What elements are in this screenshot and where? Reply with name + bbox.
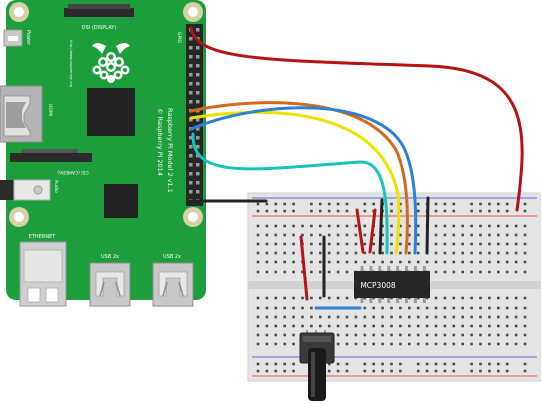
jumper-red-vref [368, 208, 377, 254]
chip-body [354, 271, 430, 298]
wire-red-power [189, 26, 524, 212]
soc-chip [87, 88, 135, 136]
mounting-hole-icon [9, 207, 29, 227]
hdmi-label: HDMI [47, 104, 53, 116]
wire-cyan [191, 132, 389, 255]
ethernet-label: ETHERNET [29, 234, 57, 240]
usb2-label: USB 2x [163, 254, 181, 260]
usb1-label: USB 2x [101, 254, 119, 260]
jumper-red-pot [299, 235, 309, 301]
jumper-black-agnd [378, 198, 384, 255]
csi-connector [10, 153, 92, 162]
potentiometer-icon [299, 330, 335, 401]
mcp3008-chip: MCP3008 [354, 266, 430, 303]
model-label: Raspberry Pi Model 2 v1.1 [166, 108, 174, 193]
raspberry-pi-board: DSI (DISPLAY) http://www.raspberrypi.org [0, 0, 206, 307]
chip-label: MCP3008 [360, 281, 396, 290]
jumper-red-vdd [355, 208, 365, 254]
wire-orange [189, 101, 409, 255]
url-label: http://www.raspberrypi.org [69, 40, 73, 87]
audio-label: Audio [53, 180, 59, 193]
raspberry-logo-icon [92, 43, 130, 83]
dsi-connector [64, 8, 134, 17]
wire-blue [189, 106, 418, 255]
power-label: Power [25, 30, 31, 46]
jumper-black-dgnd [425, 196, 430, 255]
csi-label: CSI (CAMERA) [57, 169, 88, 175]
gpio-header [186, 24, 203, 206]
mounting-hole-icon [9, 2, 29, 22]
dsi-label: DSI (DISPLAY) [82, 25, 117, 31]
mounting-hole-icon [183, 207, 203, 227]
mounting-hole-icon [183, 2, 203, 22]
gpio-label: GPIO [176, 32, 182, 44]
lan-chip [104, 184, 138, 218]
audio-jack [0, 180, 14, 200]
copyright-label: © Raspberry Pi 2014 [156, 108, 164, 176]
pcb [6, 0, 206, 300]
wire-yellow [189, 110, 401, 255]
